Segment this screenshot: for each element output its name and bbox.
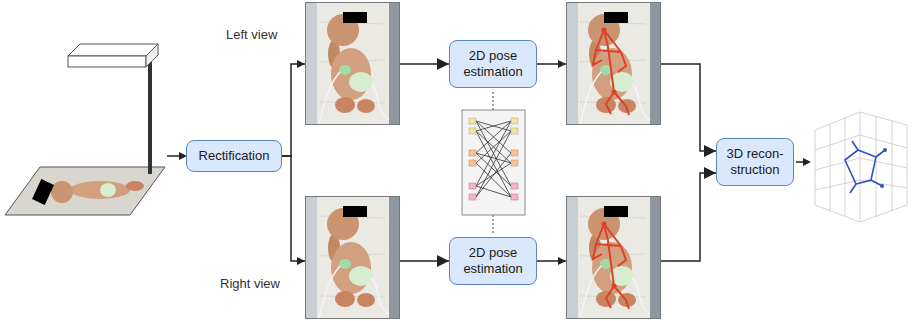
- dotted-link: [493, 215, 494, 235]
- right-view-photo: [305, 196, 400, 319]
- process-box: 2D pose estimation: [449, 40, 537, 88]
- diaper: [100, 183, 116, 197]
- process-box: Rectification: [186, 140, 282, 172]
- 3d-skeleton: [845, 141, 885, 193]
- stereo-camera: [68, 56, 146, 67]
- stereo-camera: [68, 44, 158, 56]
- rig-post: [148, 58, 152, 174]
- view-label: Right view: [220, 276, 280, 292]
- network-layer: [511, 194, 518, 200]
- pose-skeleton: [593, 222, 629, 310]
- box-label: Rectification: [192, 148, 276, 164]
- network-layer: [511, 183, 518, 189]
- left-pose-photo: [566, 2, 661, 125]
- view-label: Left view: [226, 27, 277, 43]
- box-label: 2D pose estimation: [455, 48, 531, 80]
- network-layer: [511, 150, 518, 156]
- box-label: 3D recon- struction: [722, 146, 788, 178]
- network-weights: [476, 121, 511, 197]
- network-layer: [511, 118, 518, 124]
- process-box: 3D recon- struction: [716, 138, 794, 186]
- pose-skeleton: [593, 28, 629, 116]
- bed-photo: [5, 167, 165, 215]
- 3d-joint: [880, 184, 884, 188]
- 3d-joint: [883, 148, 887, 152]
- output-arrow: [796, 161, 804, 163]
- arrowhead: [803, 158, 811, 166]
- input-arrow: [167, 155, 180, 157]
- right-pose-photo: [566, 196, 661, 319]
- infant-body: [70, 181, 130, 199]
- dotted-link: [493, 92, 494, 110]
- arrowhead: [297, 60, 305, 68]
- network-layer: [469, 118, 476, 124]
- process-box: 2D pose estimation: [449, 237, 537, 285]
- network-layer: [469, 160, 476, 166]
- box-label: 2D pose estimation: [455, 245, 531, 277]
- arrowhead: [558, 257, 566, 265]
- infant-head: [51, 181, 73, 203]
- stereo-camera: [146, 44, 158, 67]
- network-layer: [469, 150, 476, 156]
- arrowhead: [297, 257, 305, 265]
- network-layer: [469, 128, 476, 134]
- network-layer: [511, 128, 518, 134]
- privacy-bar: [32, 179, 54, 205]
- network-icon: [462, 110, 525, 215]
- network-layer: [511, 160, 518, 166]
- left-view-photo: [305, 2, 400, 125]
- 3d-grid: [815, 112, 907, 222]
- network-layer: [469, 194, 476, 200]
- infant-leg: [126, 181, 144, 191]
- network-layer: [469, 183, 476, 189]
- arrowhead: [558, 60, 566, 68]
